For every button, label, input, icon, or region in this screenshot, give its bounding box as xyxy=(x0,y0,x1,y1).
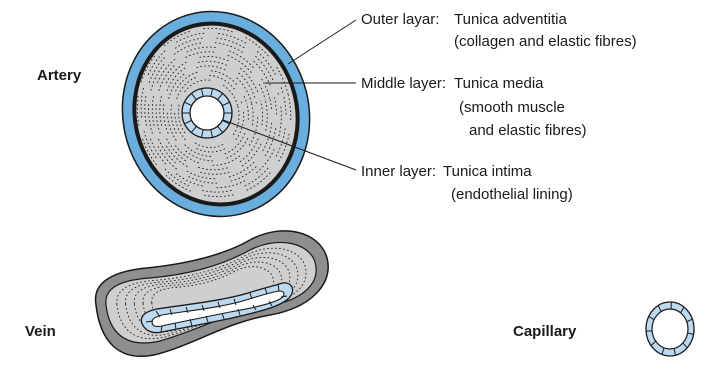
middle-layer-description-1: (smooth muscle xyxy=(459,98,565,117)
outer-layer-heading: Outer layar: xyxy=(361,10,439,29)
callout-inner-layer: Inner layer: Tunica intima xyxy=(361,162,436,181)
middle-layer-description-2: and elastic fibres) xyxy=(469,121,587,140)
vein-cross-section xyxy=(95,231,328,356)
callout-outer-layer: Outer layar: Tunica adventitia xyxy=(361,10,439,29)
leader-line-outer xyxy=(288,20,356,64)
artery-label: Artery xyxy=(37,66,81,85)
vein-label: Vein xyxy=(25,322,56,341)
inner-layer-description: (endothelial lining) xyxy=(451,185,573,204)
capillary-lumen xyxy=(652,309,688,349)
artery-cross-section xyxy=(101,0,331,236)
inner-layer-name: Tunica intima xyxy=(443,162,532,181)
outer-layer-description: (collagen and elastic fibres) xyxy=(454,32,637,51)
capillary-endothelial-cell-border xyxy=(646,331,652,332)
capillary-cross-section xyxy=(646,302,694,356)
capillary-label: Capillary xyxy=(513,322,576,341)
middle-layer-name: Tunica media xyxy=(454,74,544,93)
artery-lumen xyxy=(190,96,224,130)
inner-layer-heading: Inner layer: xyxy=(361,162,436,181)
callout-middle-layer: Middle layer: Tunica media xyxy=(361,74,446,93)
middle-layer-heading: Middle layer: xyxy=(361,74,446,93)
outer-layer-name: Tunica adventitia xyxy=(454,10,567,29)
